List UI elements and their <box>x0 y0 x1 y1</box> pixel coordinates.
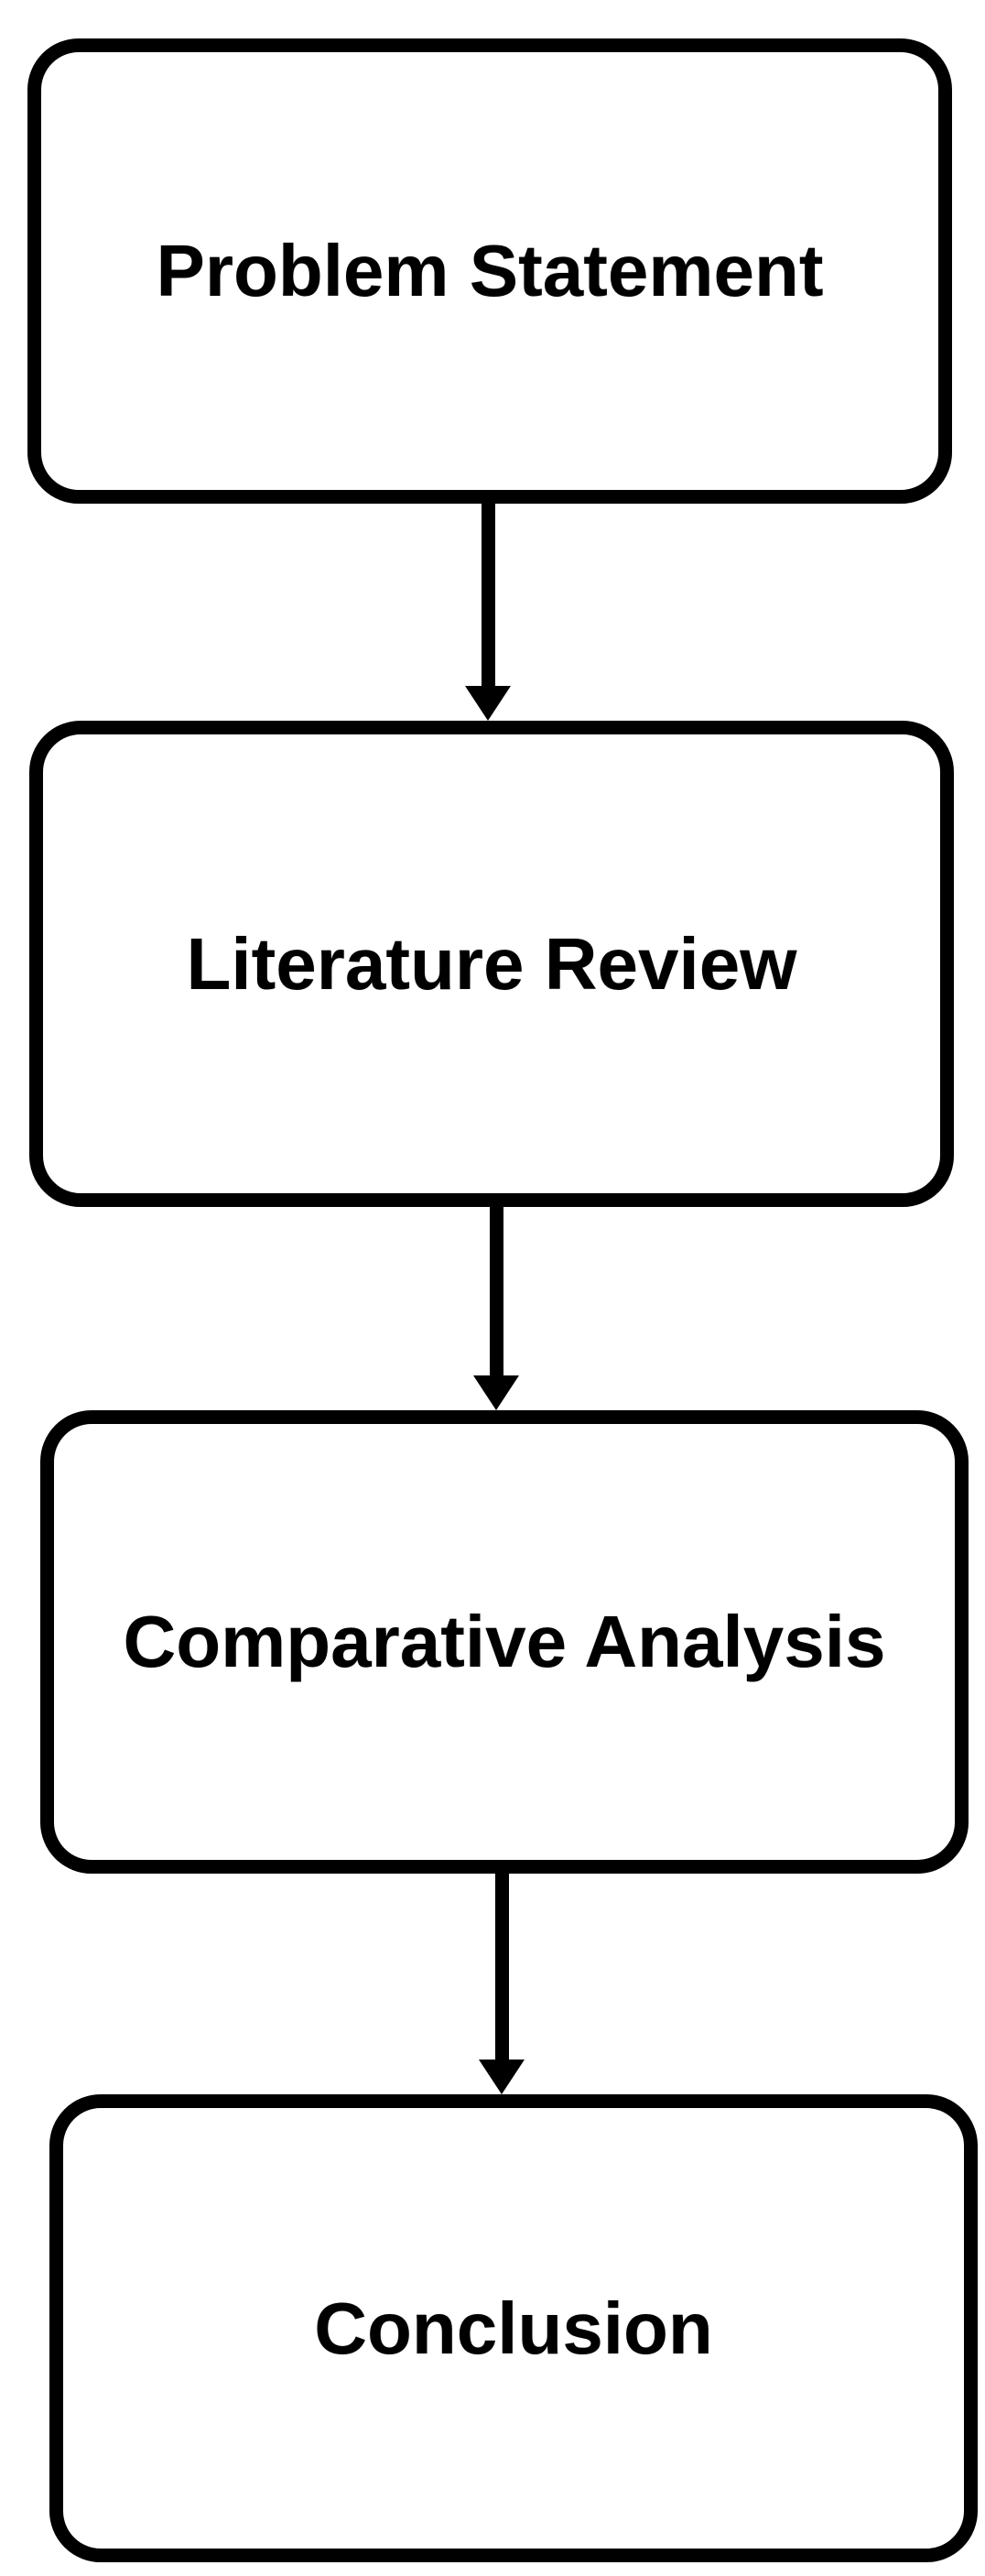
arrow-shaft <box>489 1207 503 1375</box>
flowchart-node-comparative-analysis: Comparative Analysis <box>40 1410 969 1874</box>
node-label: Problem Statement <box>156 230 824 311</box>
arrow-head <box>473 1375 519 1410</box>
flowchart-node-conclusion: Conclusion <box>49 2094 978 2562</box>
flowchart-node-problem-statement: Problem Statement <box>27 38 952 504</box>
arrow-head <box>465 686 511 721</box>
arrow-head <box>479 2060 525 2094</box>
down-arrow-icon <box>473 1207 519 1410</box>
down-arrow-icon <box>479 1874 525 2094</box>
node-label: Literature Review <box>186 922 797 1005</box>
arrow-shaft <box>494 1874 509 2060</box>
flowchart-node-literature-review: Literature Review <box>29 721 954 1207</box>
down-arrow-icon <box>465 504 511 721</box>
arrow-shaft <box>481 504 495 686</box>
node-label: Conclusion <box>314 2287 713 2369</box>
node-label: Comparative Analysis <box>123 1601 886 1682</box>
